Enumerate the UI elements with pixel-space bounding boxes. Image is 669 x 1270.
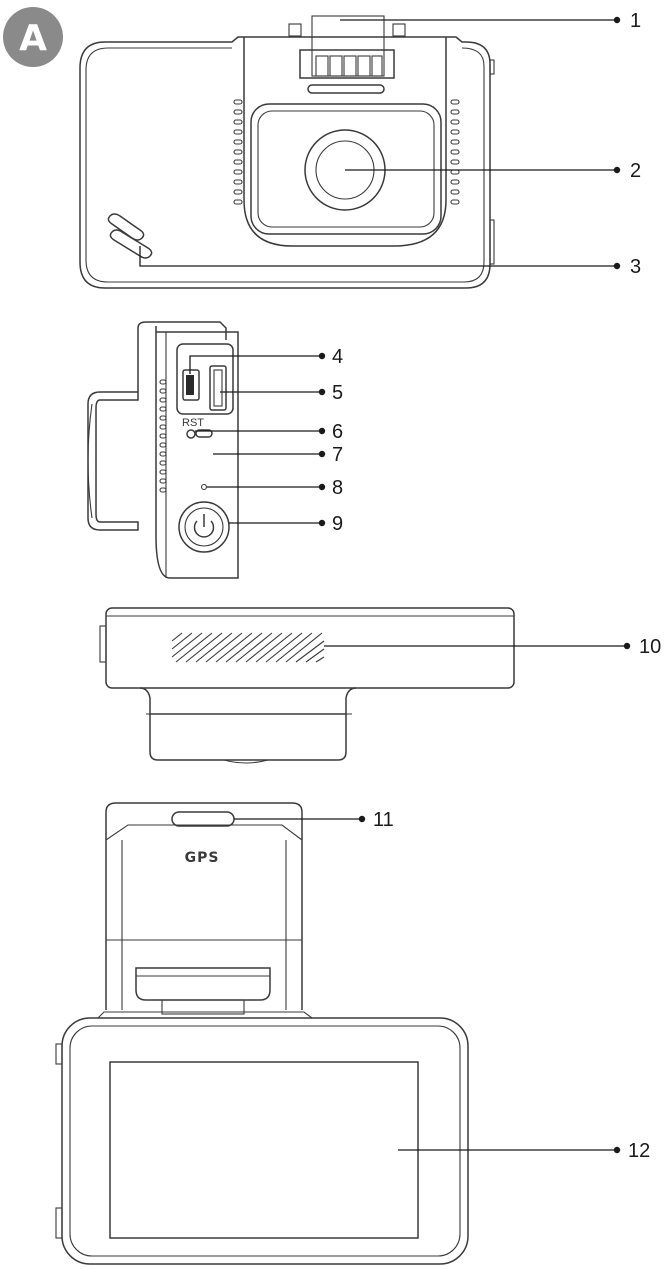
reset-label: RST: [182, 417, 204, 429]
reset-hole: [186, 429, 196, 439]
callout-3: 3: [139, 246, 641, 278]
rear-body-outline: [61, 1017, 469, 1265]
top-view: [99, 607, 515, 764]
leader-dot: [623, 642, 631, 650]
leader-dot: [613, 1146, 621, 1154]
leader-line: [139, 246, 616, 267]
callout-number: 7: [332, 444, 343, 466]
badge-letter: A: [19, 18, 47, 59]
leader-dot: [613, 166, 621, 174]
front-view: [79, 15, 495, 289]
power-button-inner: [184, 507, 224, 547]
lens-frame-inner: [257, 110, 435, 228]
leader-dot: [318, 519, 326, 527]
vent-slots-right: [450, 99, 460, 205]
top-side-button: [99, 625, 107, 663]
side-body-outline: [155, 326, 239, 579]
callout-number: 12: [628, 1140, 650, 1162]
leader-dot: [318, 352, 326, 360]
leader-dot: [613, 16, 621, 24]
callout-8: 8: [207, 477, 343, 499]
rear-mount-base: [97, 1011, 313, 1019]
microphone-holes: [107, 213, 153, 259]
callout-number: 3: [630, 256, 641, 278]
leader-dot: [318, 450, 326, 458]
callout-5: 5: [220, 382, 343, 404]
leader-dot: [358, 815, 366, 823]
rear-mount-outline: [105, 802, 303, 1010]
leader-dot: [613, 262, 621, 270]
side-vent-slots: [159, 379, 167, 493]
speaker-grille: [171, 632, 325, 663]
port-cover: [176, 343, 234, 415]
top-mount-base: [139, 687, 357, 715]
usb-port: [182, 369, 200, 401]
rear-body-inner: [69, 1025, 461, 1257]
side-mount-tab: [137, 321, 227, 392]
mount-rail: [299, 49, 395, 79]
callout-number: 6: [332, 421, 343, 443]
microphone-hole: [200, 483, 208, 491]
callout-11: 11: [234, 809, 394, 831]
callout-number: 5: [332, 382, 343, 404]
sd-card-slot: [209, 365, 227, 411]
callout-2: 2: [345, 160, 641, 182]
mount-plate: [243, 37, 447, 247]
gps-label: GPS: [185, 850, 220, 866]
top-lens-glass: [223, 759, 269, 764]
side-view: RST: [87, 321, 239, 579]
callout-12: 12: [398, 1140, 650, 1162]
status-led: [195, 429, 213, 438]
rear-mount-bevel: [105, 824, 303, 841]
front-side-button-bottom: [489, 219, 495, 265]
mount-slot: [307, 84, 385, 94]
badge-circle: [3, 7, 63, 67]
sd-card-slot-inner: [213, 369, 223, 407]
section-badge: A: [3, 7, 63, 67]
top-body-outline: [105, 607, 515, 689]
callout-number: 2: [630, 160, 641, 182]
rear-view: GPS: [55, 802, 469, 1265]
rear-side-button-top: [55, 1043, 63, 1065]
side-lens-barrel: [87, 391, 139, 531]
callout-number: 8: [332, 477, 343, 499]
callout-number: 1: [630, 10, 641, 32]
power-icon: [193, 514, 215, 538]
callout-10: 10: [324, 636, 661, 658]
leader-dot: [318, 483, 326, 491]
callout-1: 1: [340, 10, 641, 32]
lcd-screen: [109, 1061, 419, 1239]
callout-6: 6: [195, 421, 343, 443]
rear-mount-clip: [135, 967, 271, 1001]
callout-number: 11: [373, 809, 394, 831]
gps-slot: [171, 811, 235, 827]
mount-clip-right: [392, 23, 406, 37]
leader-dot: [318, 427, 326, 435]
mount-clip-left: [288, 23, 302, 37]
top-lens-housing: [149, 714, 347, 761]
front-body-outline: [79, 36, 491, 289]
lens-frame-outer: [250, 103, 442, 235]
front-body-inner-outline: [85, 47, 485, 283]
callout-number: 4: [332, 346, 343, 368]
rear-mount-foot: [161, 999, 245, 1015]
vent-slots-left: [233, 99, 243, 205]
power-button-outer: [178, 501, 230, 553]
leader-dot: [318, 388, 326, 396]
leader-line: [189, 355, 321, 374]
callout-9: 9: [229, 513, 343, 535]
callout-7: 7: [213, 444, 343, 466]
mount-rail-grip: [311, 15, 385, 77]
side-lens-front: [87, 403, 93, 519]
rear-side-button-bottom: [55, 1207, 63, 1239]
callout-number: 9: [332, 513, 343, 535]
callout-4: 4: [189, 346, 343, 374]
usb-port-pins: [186, 375, 194, 395]
front-side-button-top: [489, 59, 495, 75]
callout-number: 10: [639, 636, 661, 658]
